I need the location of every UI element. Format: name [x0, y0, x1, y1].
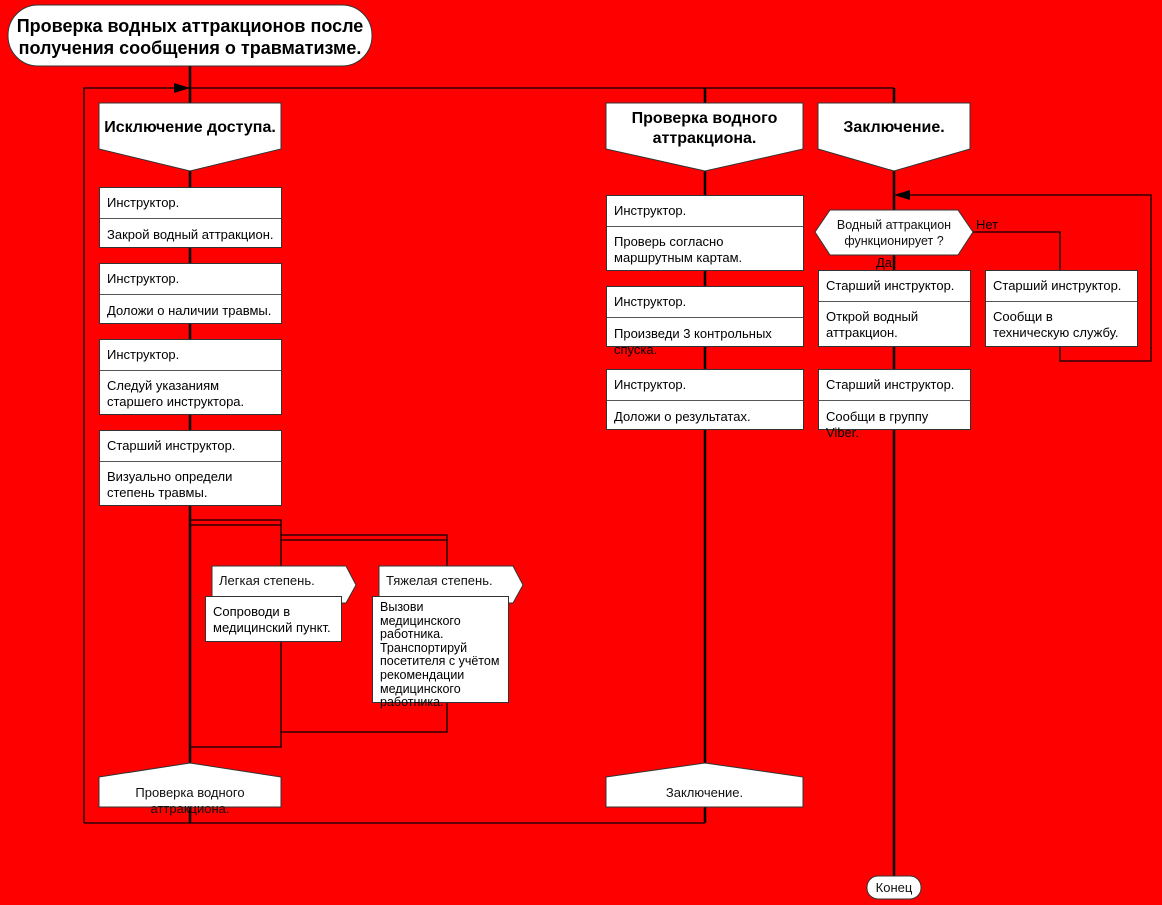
- goto-label: Проверка водного аттракциона.: [135, 785, 245, 816]
- action-text: Закрой водный аттракцион.: [107, 227, 274, 242]
- case-label: Тяжелая степень.: [386, 573, 493, 588]
- action-text: Следуй указаниям старшего инструктора.: [107, 378, 245, 409]
- no-label: Нет: [976, 217, 999, 232]
- action-box: Инструктор. Закрой водный аттракцион.: [99, 187, 282, 248]
- action-text: Доложи о результатах.: [614, 409, 751, 424]
- action-box: Инструктор. Доложи о наличии травмы.: [99, 263, 282, 324]
- case-action: Вызови медицинского работника. Транспорт…: [372, 596, 509, 709]
- role: Старший инструктор.: [100, 431, 281, 462]
- column-header: Проверка водного аттракциона.: [631, 110, 778, 147]
- question-shape: [814, 209, 974, 256]
- action-text: Открой водный аттракцион.: [826, 309, 919, 340]
- action-text: Доложи о наличии травмы.: [107, 303, 272, 318]
- action-box: Инструктор. Проверь согласно маршрутным к…: [606, 195, 804, 271]
- action-box: Старший инструктор. Визуально определи ст…: [99, 430, 282, 506]
- diagram-title: Проверка водных аттракционов после получ…: [16, 16, 364, 58]
- role: Инструктор.: [607, 196, 803, 227]
- arrow-icon: [174, 83, 190, 93]
- action-text: Сообщи в группу Viber.: [826, 409, 929, 440]
- end-label: Конец: [875, 880, 913, 895]
- column-header: Заключение.: [843, 119, 945, 136]
- goto-label: Заключение.: [665, 785, 744, 800]
- question-text: Водный аттракцион функционирует ?: [836, 218, 952, 248]
- action-box: Инструктор. Следуй указаниям старшего инс…: [99, 339, 282, 415]
- role: Инструктор.: [100, 264, 281, 295]
- role: Инструктор.: [607, 287, 803, 318]
- action-text: Сообщи в техническую службу.: [993, 309, 1119, 340]
- yes-label: Да: [876, 255, 893, 270]
- column-header: Исключение доступа.: [104, 119, 276, 136]
- role: Инструктор.: [607, 370, 803, 401]
- title-shape: [7, 4, 373, 67]
- role: Инструктор.: [100, 188, 281, 219]
- action-text: Проверь согласно маршрутным картам.: [614, 234, 743, 265]
- case-label: Легкая степень.: [219, 573, 315, 588]
- role: Старший инструктор.: [819, 370, 970, 401]
- role: Инструктор.: [100, 340, 281, 371]
- action-text: Визуально определи степень травмы.: [107, 469, 233, 500]
- action-text: Вызови медицинского работника. Транспорт…: [380, 600, 500, 710]
- action-box: Инструктор. Доложи о результатах.: [606, 369, 804, 430]
- action-text: Произведи 3 контрольных спуска.: [614, 326, 772, 357]
- action-box: Старший инструктор. Открой водный аттракц…: [818, 270, 971, 347]
- arrow-icon: [894, 190, 910, 200]
- case-action: Сопроводи в медицинский пункт.: [205, 596, 342, 642]
- action-box: Старший инструктор. Сообщи в группу Viber…: [818, 369, 971, 440]
- action-text: Сопроводи в медицинский пункт.: [213, 604, 331, 635]
- role: Старший инструктор.: [819, 271, 970, 302]
- action-box: Инструктор. Произведи 3 контрольных спуск…: [606, 286, 804, 357]
- role: Старший инструктор.: [986, 271, 1137, 302]
- action-box: Старший инструктор. Сообщи в техническую …: [985, 270, 1138, 347]
